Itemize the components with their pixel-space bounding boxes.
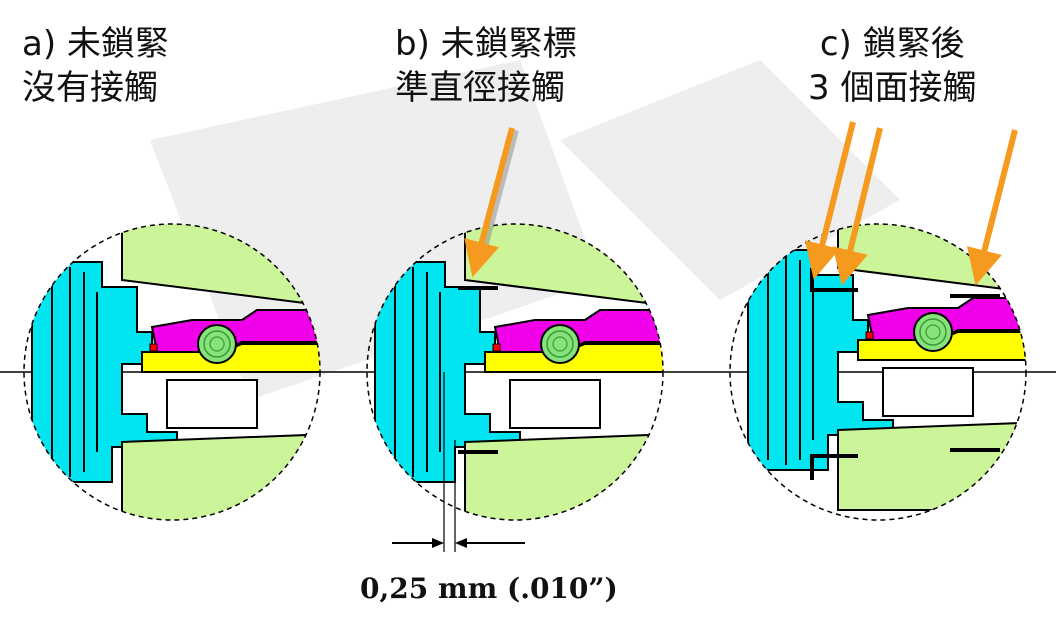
arrow-icon (966, 129, 1018, 286)
dimension-label: 0,25 mm (.010”) (360, 572, 618, 605)
caption-a: a) 未鎖緊 沒有接觸 (22, 22, 169, 110)
caption-a-line2: 沒有接觸 (22, 68, 158, 108)
caption-c: c) 鎖緊後 3 個面接觸 (808, 22, 976, 110)
detail-circle-b (366, 223, 664, 521)
arrow-icon (832, 127, 883, 286)
panel-a (23, 223, 321, 521)
detail-circle-c (729, 223, 1027, 521)
detail-circle-a (23, 223, 321, 521)
panel-b (366, 127, 664, 552)
arrow-icon (804, 121, 856, 280)
caption-b: b) 未鎖緊標 準直徑接觸 (395, 22, 577, 110)
caption-c-line2: 3 個面接觸 (808, 68, 977, 108)
arrow-icon (464, 127, 515, 278)
contact-mark (810, 454, 858, 480)
caption-a-line1: a) 未鎖緊 (22, 24, 169, 64)
caption-b-line2: 準直徑接觸 (395, 68, 565, 108)
caption-b-line1: b) 未鎖緊標 (395, 24, 577, 64)
panel-c (729, 121, 1027, 521)
caption-c-line1: c) 鎖緊後 (819, 24, 965, 64)
